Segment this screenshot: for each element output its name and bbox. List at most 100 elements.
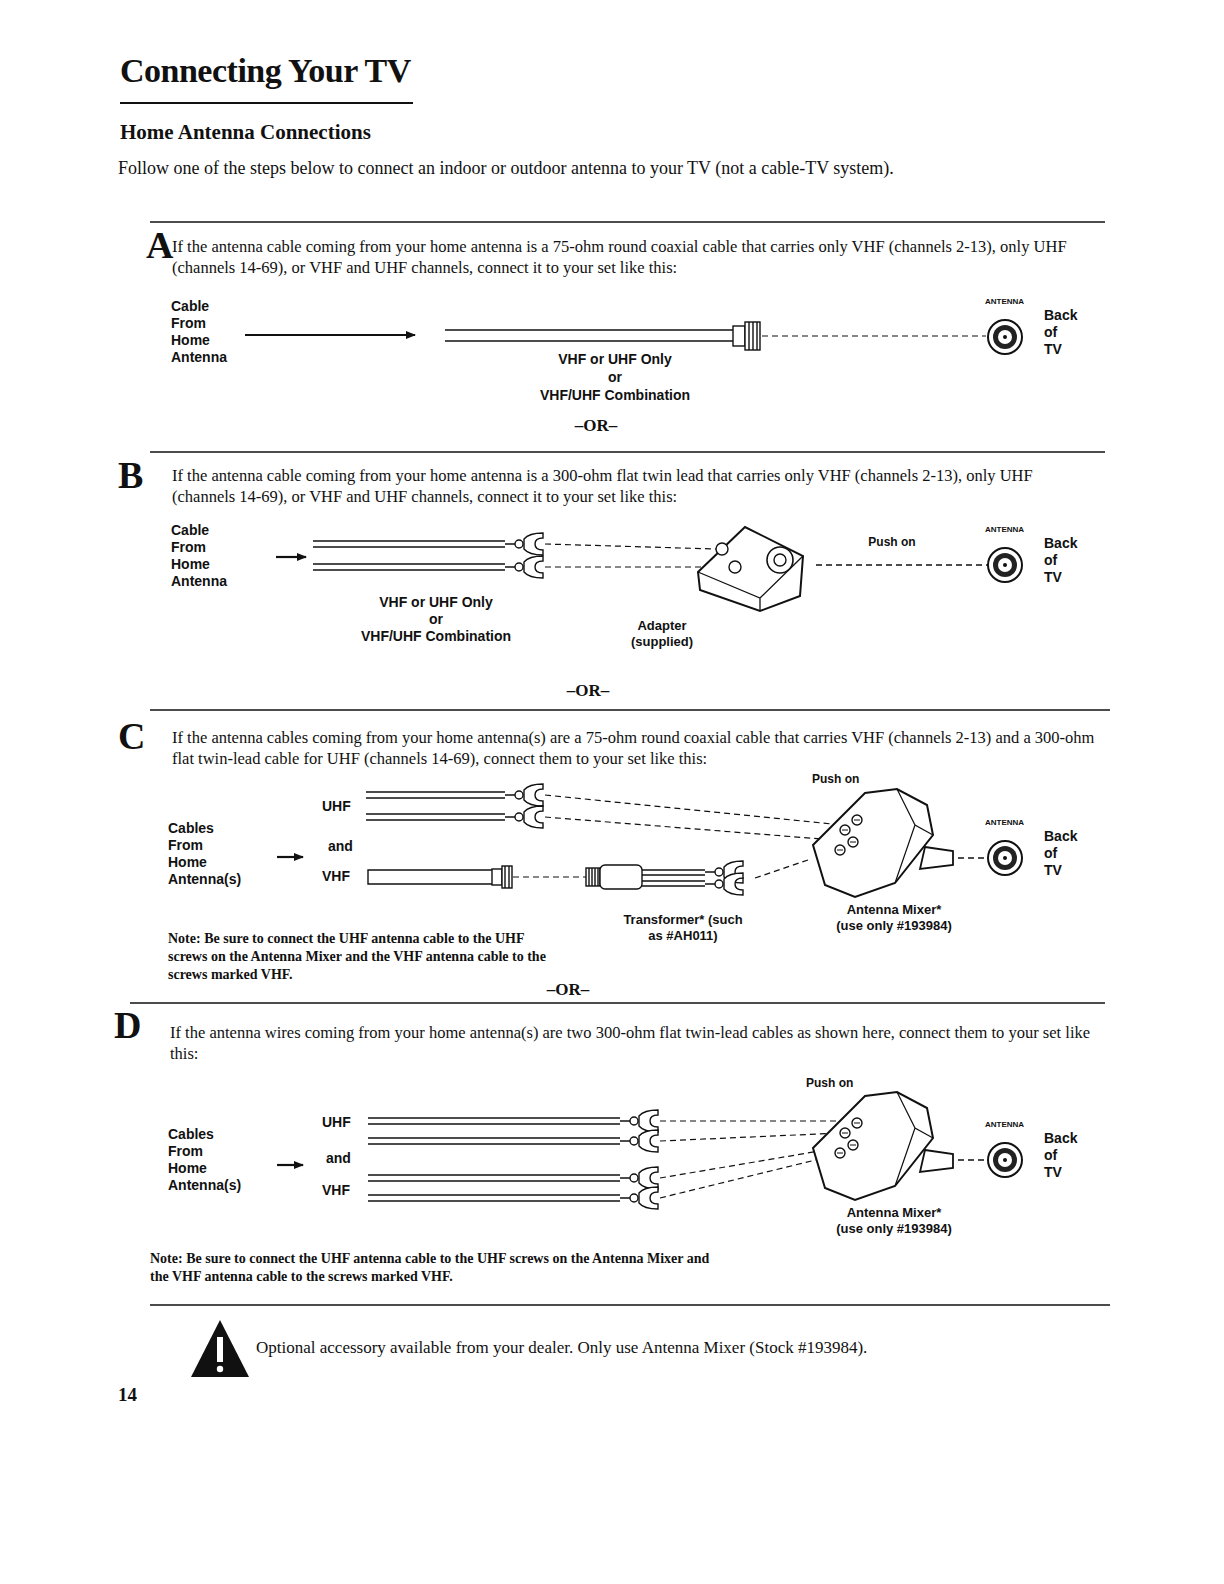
rules xyxy=(150,709,1110,710)
node-text: Antenna Mixer* (use only #193984) xyxy=(832,1205,956,1237)
coax-cable-a xyxy=(445,322,986,350)
rules xyxy=(150,451,1105,452)
page-number: 14 xyxy=(118,1384,137,1406)
adapter-b xyxy=(774,554,786,566)
cable-type: VHF or UHF Only xyxy=(545,351,685,368)
twin-lead-b xyxy=(505,556,543,578)
warning-triangle xyxy=(191,1320,249,1377)
node-text: ANTENNA xyxy=(985,297,1024,306)
adapter: Adapter (supplied) xyxy=(620,522,816,657)
step-letter: B xyxy=(118,456,143,494)
direction-arrows xyxy=(276,556,306,558)
dashed-connection xyxy=(816,564,988,565)
cable-label: Cables From Home Antenna(s) xyxy=(168,1126,241,1194)
vhf-coax-c xyxy=(492,869,502,885)
note-text: Note: Be sure to connect the UHF antenna… xyxy=(168,930,558,984)
step-text: If the antenna cable coming from your ho… xyxy=(172,465,1097,507)
dashed-connection xyxy=(755,860,808,878)
note-text: Note: Be sure to connect the UHF antenna… xyxy=(150,1250,720,1286)
adapter-b xyxy=(698,527,803,611)
twin-leads-d xyxy=(620,1110,658,1132)
node-text: Back of TV xyxy=(1044,828,1077,879)
vhf-coax-c xyxy=(505,866,509,888)
rules xyxy=(130,1002,1105,1003)
step-letter: A xyxy=(146,226,173,264)
antenna-jacks xyxy=(988,320,1022,1177)
cable-name: and xyxy=(328,838,353,855)
edge-label: Push on xyxy=(866,535,917,549)
warning-triangle xyxy=(217,1337,223,1362)
step-text: If the antenna wires coming from your ho… xyxy=(170,1022,1095,1064)
antenna-jacks xyxy=(988,841,1022,875)
vhf-coax-c xyxy=(513,876,586,877)
twin-leads-d xyxy=(368,1143,620,1144)
twin-lead-b xyxy=(313,569,505,570)
warning-triangle xyxy=(191,1320,249,1377)
tv-antenna-jack: ANTENNABack of TV xyxy=(988,525,1080,605)
cable-type: or xyxy=(346,611,526,628)
antenna-jacks xyxy=(988,1143,1022,1177)
dashed-connection xyxy=(958,857,988,858)
intro-text: Follow one of the steps below to connect… xyxy=(118,158,894,179)
vhf-coax-c xyxy=(642,874,705,875)
coax-cable-a xyxy=(445,340,733,341)
vhf-coax-c xyxy=(642,885,705,886)
node-text: Back of TV xyxy=(1044,1130,1077,1181)
twin-leads-d xyxy=(620,1167,658,1189)
vhf-coax-c xyxy=(589,868,598,886)
cable-name: and xyxy=(326,1150,351,1167)
cable-type: VHF/UHF Combination xyxy=(346,628,526,645)
vhf-coax-c xyxy=(502,866,512,888)
page-title: Connecting Your TV xyxy=(120,52,411,90)
vhf-coax-c xyxy=(642,880,705,881)
antenna-mixers xyxy=(813,789,953,897)
uhf-twin-lead-c xyxy=(366,797,505,798)
uhf-twin-lead-c xyxy=(366,819,505,820)
coax-cable-a xyxy=(745,322,760,350)
node-text: Antenna Mixer* (use only #193984) xyxy=(832,902,956,934)
cable-type: VHF or UHF Only xyxy=(346,594,526,611)
direction-arrows xyxy=(277,1164,303,1166)
twin-leads-d xyxy=(368,1137,620,1138)
antenna-mixer: Antenna Mixer* (use only #193984) xyxy=(808,790,958,940)
twin-lead-b xyxy=(545,544,716,549)
node-text: Back of TV xyxy=(1044,307,1077,358)
cable-name: UHF xyxy=(322,798,351,815)
twin-leads-d xyxy=(368,1180,620,1181)
transformer: Transformer* (such as #AH011) xyxy=(583,858,755,946)
rules xyxy=(150,1304,1110,1305)
tv-antenna-jack: ANTENNA Back of TV xyxy=(988,297,1080,377)
coax-cable-a xyxy=(733,326,745,346)
direction-arrows xyxy=(277,856,303,858)
dashed-connection xyxy=(958,1159,988,1160)
twin-leads-d xyxy=(368,1194,620,1195)
cable-type: or xyxy=(545,369,685,386)
coax-cable-a xyxy=(749,322,757,350)
twin-leads-d xyxy=(368,1200,620,1201)
rules xyxy=(120,103,1110,1305)
uhf-twin-lead-c xyxy=(366,813,505,814)
or-divider: –OR– xyxy=(528,980,608,1000)
antenna-mixer: Antenna Mixer* (use only #193984) xyxy=(808,1093,958,1243)
twin-lead-b xyxy=(505,533,543,555)
section-heading: Home Antenna Connections xyxy=(120,120,371,145)
vhf-coax-c xyxy=(586,868,600,886)
node-text: ANTENNA xyxy=(985,818,1024,827)
rules xyxy=(150,221,1105,222)
push-on-label: Push on xyxy=(812,772,859,786)
or-divider: –OR– xyxy=(556,416,636,436)
twin-lead-b xyxy=(313,533,729,578)
cable-type: VHF/UHF Combination xyxy=(530,387,700,404)
node-text: ANTENNA xyxy=(985,525,1024,534)
twin-leads-d xyxy=(368,1123,620,1124)
antenna-jacks xyxy=(988,320,1022,354)
adapter-b xyxy=(698,527,803,611)
vhf-coax-c xyxy=(600,865,642,889)
tv-antenna-jack: ANTENNA Back of TV xyxy=(988,818,1080,898)
node-text: Transformer* (such as #AH011) xyxy=(623,912,743,944)
uhf-twin-lead-c xyxy=(366,784,842,840)
twin-lead-b xyxy=(313,563,505,564)
twin-leads-d xyxy=(368,1117,620,1118)
step-text: If the antenna cable coming from your ho… xyxy=(172,236,1097,278)
